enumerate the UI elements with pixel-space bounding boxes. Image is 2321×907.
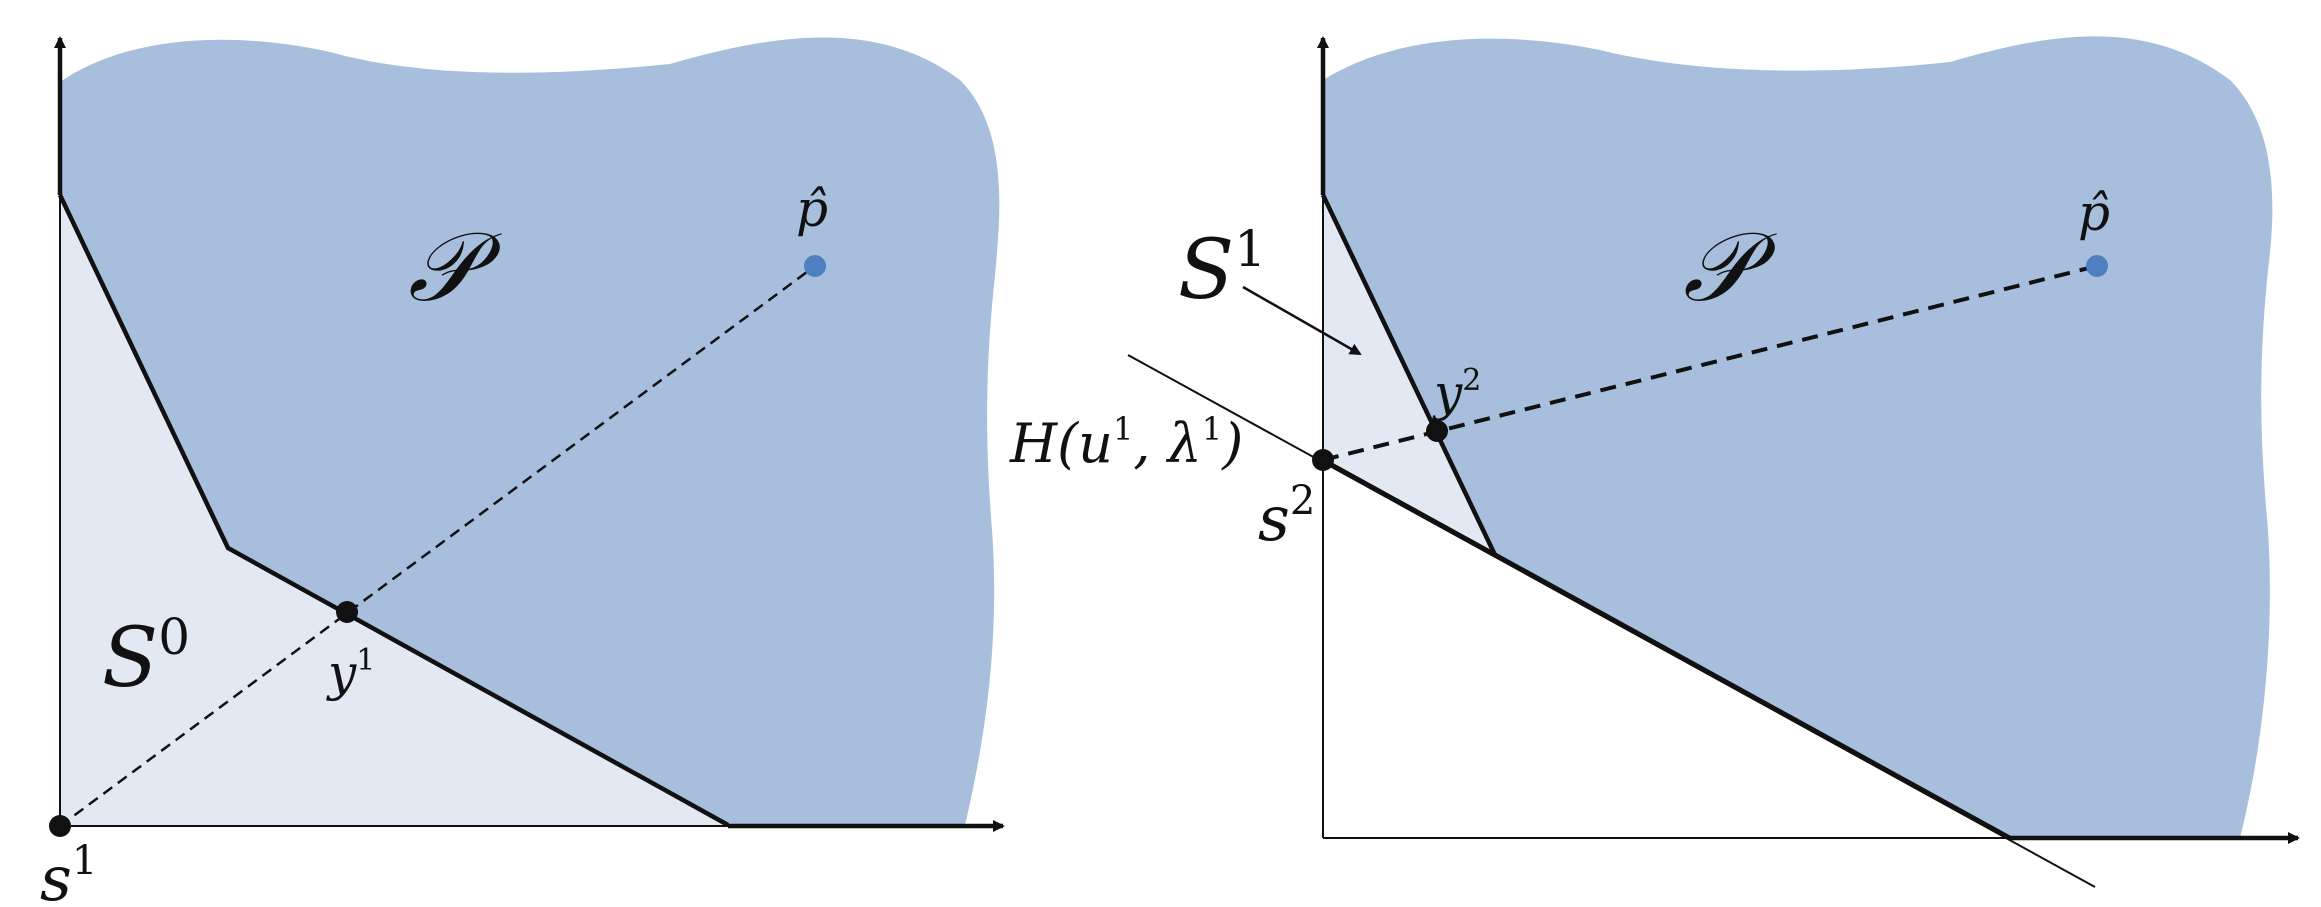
right-dashed-ray: [1322, 264, 2098, 462]
left-s-letter: s: [40, 842, 72, 907]
right-boundary-line: [1320, 194, 1498, 556]
left-p-hat-label: p̂: [796, 180, 828, 238]
left-panel: 𝒫 p̂ S0 y1 s1: [40, 36, 1005, 907]
left-simplex-region: [60, 195, 728, 825]
left-point-s1: [49, 815, 71, 837]
right-y-label: y2: [1432, 363, 1481, 422]
right-set-letter: S: [1178, 223, 1234, 318]
right-hyperplane-label: H(u1, λ1): [1009, 410, 1243, 475]
right-hyperplane-thick: [1321, 458, 2012, 840]
right-y-letter: y: [1432, 364, 1463, 422]
right-s-superscript: 2: [1290, 478, 1315, 524]
left-s-label: s1: [40, 838, 97, 907]
right-set-pointer-arrow: [1242, 285, 1362, 356]
left-set-superscript: 0: [158, 608, 190, 666]
left-point-p-hat: [804, 255, 826, 277]
right-y-superscript: 2: [1462, 363, 1481, 398]
right-set-superscript: 1: [1234, 220, 1266, 278]
right-set-label: S1: [1178, 220, 1266, 318]
left-dashed-ray: [59, 264, 816, 828]
right-point-s2: [1312, 449, 1334, 471]
left-s-superscript: 1: [72, 838, 97, 884]
left-boundary-line: [57, 194, 730, 827]
left-y-letter: y: [326, 644, 357, 702]
left-y-label: y1: [326, 643, 375, 702]
right-p-hat-label: p̂: [2078, 184, 2110, 242]
left-set-label: S0: [102, 608, 190, 706]
right-h-suffix: ): [1221, 412, 1243, 475]
right-s-letter: s: [1258, 482, 1290, 555]
right-h-prefix: H(u: [1009, 412, 1113, 475]
right-h-sup1: 1: [1113, 410, 1133, 448]
right-point-p-hat: [2086, 255, 2108, 277]
right-h-sup2: 1: [1202, 410, 1222, 448]
right-s-label: s2: [1258, 478, 1315, 555]
left-y-superscript: 1: [356, 643, 375, 678]
left-point-y1: [336, 601, 358, 623]
right-panel: 𝒫 p̂ S1 y2 s2 H(u1, λ1): [1009, 36, 2300, 888]
left-set-letter: S: [102, 611, 158, 706]
right-point-y2: [1426, 420, 1448, 442]
right-h-mid: , λ: [1133, 412, 1202, 475]
